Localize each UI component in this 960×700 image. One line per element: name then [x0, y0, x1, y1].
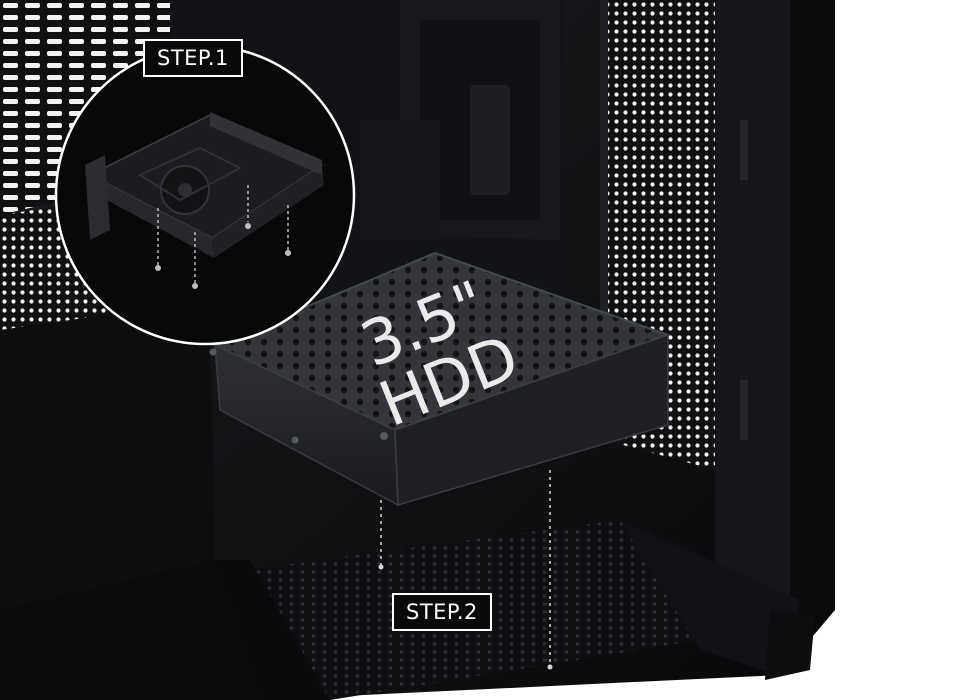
screw-icon [155, 265, 161, 271]
screw-icon [245, 223, 251, 229]
hdd-cage: 3.5" HDD [209, 251, 672, 507]
screw-icon [192, 283, 198, 289]
screw-icon [285, 250, 291, 256]
step1-inset [54, 44, 356, 346]
step2-label: STEP.2 [392, 593, 492, 631]
screw-icon [380, 432, 388, 440]
screw-icon [209, 348, 217, 356]
screw-icon [378, 564, 384, 570]
dashed-guide-line [380, 470, 551, 665]
screw-icon [291, 436, 299, 444]
screw-icon [547, 664, 553, 670]
step1-label: STEP.1 [143, 39, 243, 77]
